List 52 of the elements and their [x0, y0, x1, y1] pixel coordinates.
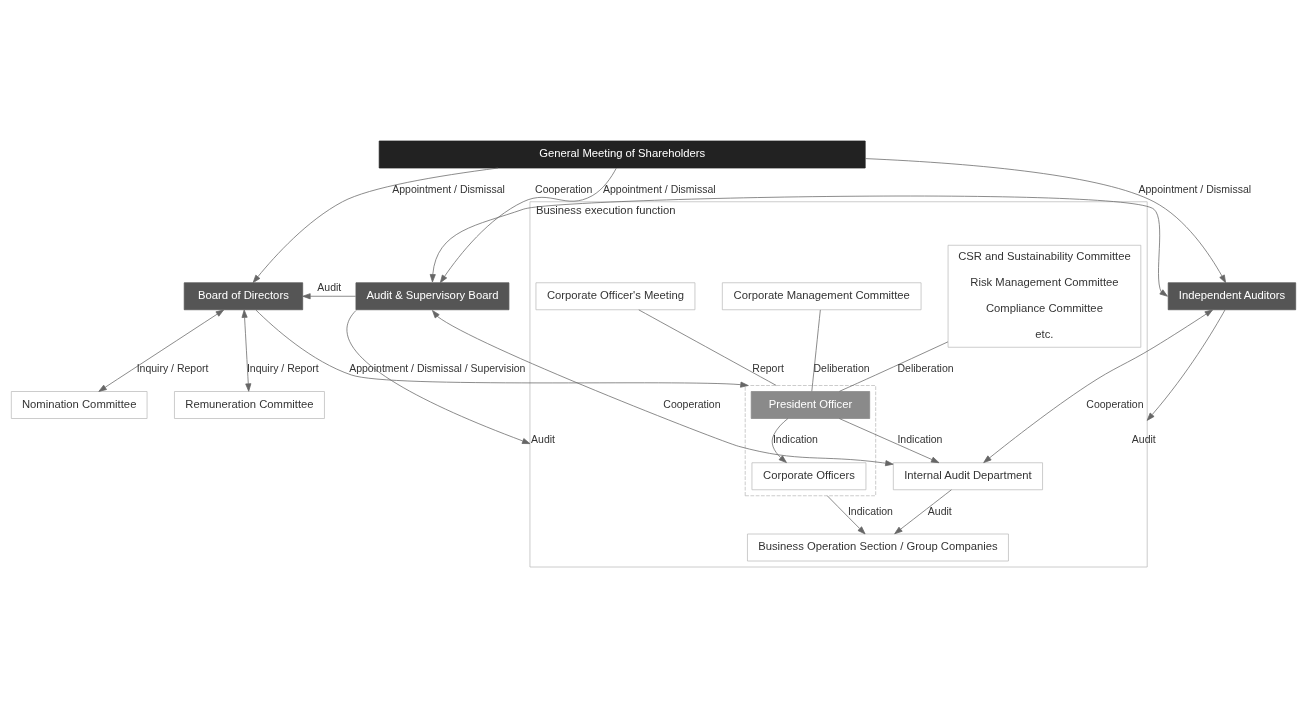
- node-box: Board of Directors: [183, 281, 304, 310]
- node-box: Corporate Officer's Meeting: [535, 281, 696, 310]
- node-box: Internal Audit Department: [892, 461, 1043, 490]
- edge-label: Cooperation: [535, 182, 593, 195]
- node-box: Nomination Committee: [10, 390, 148, 419]
- edge-label: Deliberation: [897, 361, 954, 374]
- arrow: [838, 417, 940, 463]
- node-box: Remuneration Committee: [174, 390, 325, 419]
- arrow: [98, 309, 224, 392]
- edge-label: Audit: [927, 504, 952, 517]
- edge-label: Appointment / Dismissal / Supervision: [349, 361, 526, 374]
- node-box: General Meeting of Shareholders: [378, 140, 866, 168]
- arrow: [255, 309, 749, 388]
- arrow: [439, 167, 617, 283]
- connector: [811, 309, 821, 392]
- arrow: [864, 157, 1226, 283]
- edge-label: Deliberation: [813, 361, 870, 374]
- cluster: [744, 384, 877, 496]
- edge-label: Audit: [1131, 432, 1156, 445]
- edge-label: Inquiry / Report: [246, 361, 319, 374]
- arrow: [894, 488, 952, 534]
- connector: [839, 340, 949, 392]
- edge-label: Indication: [847, 504, 893, 517]
- arrow: [1146, 308, 1226, 421]
- edge-label: Audit: [317, 280, 342, 293]
- edge-label: Report: [752, 361, 784, 374]
- arrow: [826, 494, 866, 534]
- edge-label: Cooperation: [1086, 397, 1144, 410]
- edge-label: Audit: [531, 432, 556, 445]
- edge-label: Appointment / Dismissal: [392, 182, 505, 195]
- edge-label: Cooperation: [663, 397, 721, 410]
- arrow: [346, 309, 531, 444]
- node-box: Corporate Management Committee: [721, 281, 922, 310]
- node-box: Business Operation Section / Group Companies: [747, 533, 1009, 561]
- connector: [638, 308, 777, 386]
- node-box: CSR and Sustainability Committee Risk Management Committee Compliance Committee etc.: [947, 244, 1142, 348]
- node-box: Corporate Officers: [751, 461, 867, 490]
- edge-label: Appointment / Dismissal: [603, 182, 716, 195]
- edge-label: Inquiry / Report: [136, 361, 209, 374]
- arrow: [771, 417, 789, 463]
- node-box: Independent Auditors: [1167, 281, 1297, 310]
- arrow: [983, 309, 1213, 463]
- edge-label: Indication: [897, 432, 943, 445]
- arrow: [429, 195, 1168, 297]
- node-box: President Officer: [750, 390, 871, 419]
- edge-label: Appointment / Dismissal: [1138, 182, 1252, 195]
- arrow: [252, 167, 499, 283]
- edge-label: Indication: [772, 432, 818, 445]
- node-box: Audit & Supervisory Board: [355, 281, 510, 310]
- arrow: [302, 292, 357, 299]
- arrow: [241, 309, 252, 392]
- arrow: [432, 309, 894, 466]
